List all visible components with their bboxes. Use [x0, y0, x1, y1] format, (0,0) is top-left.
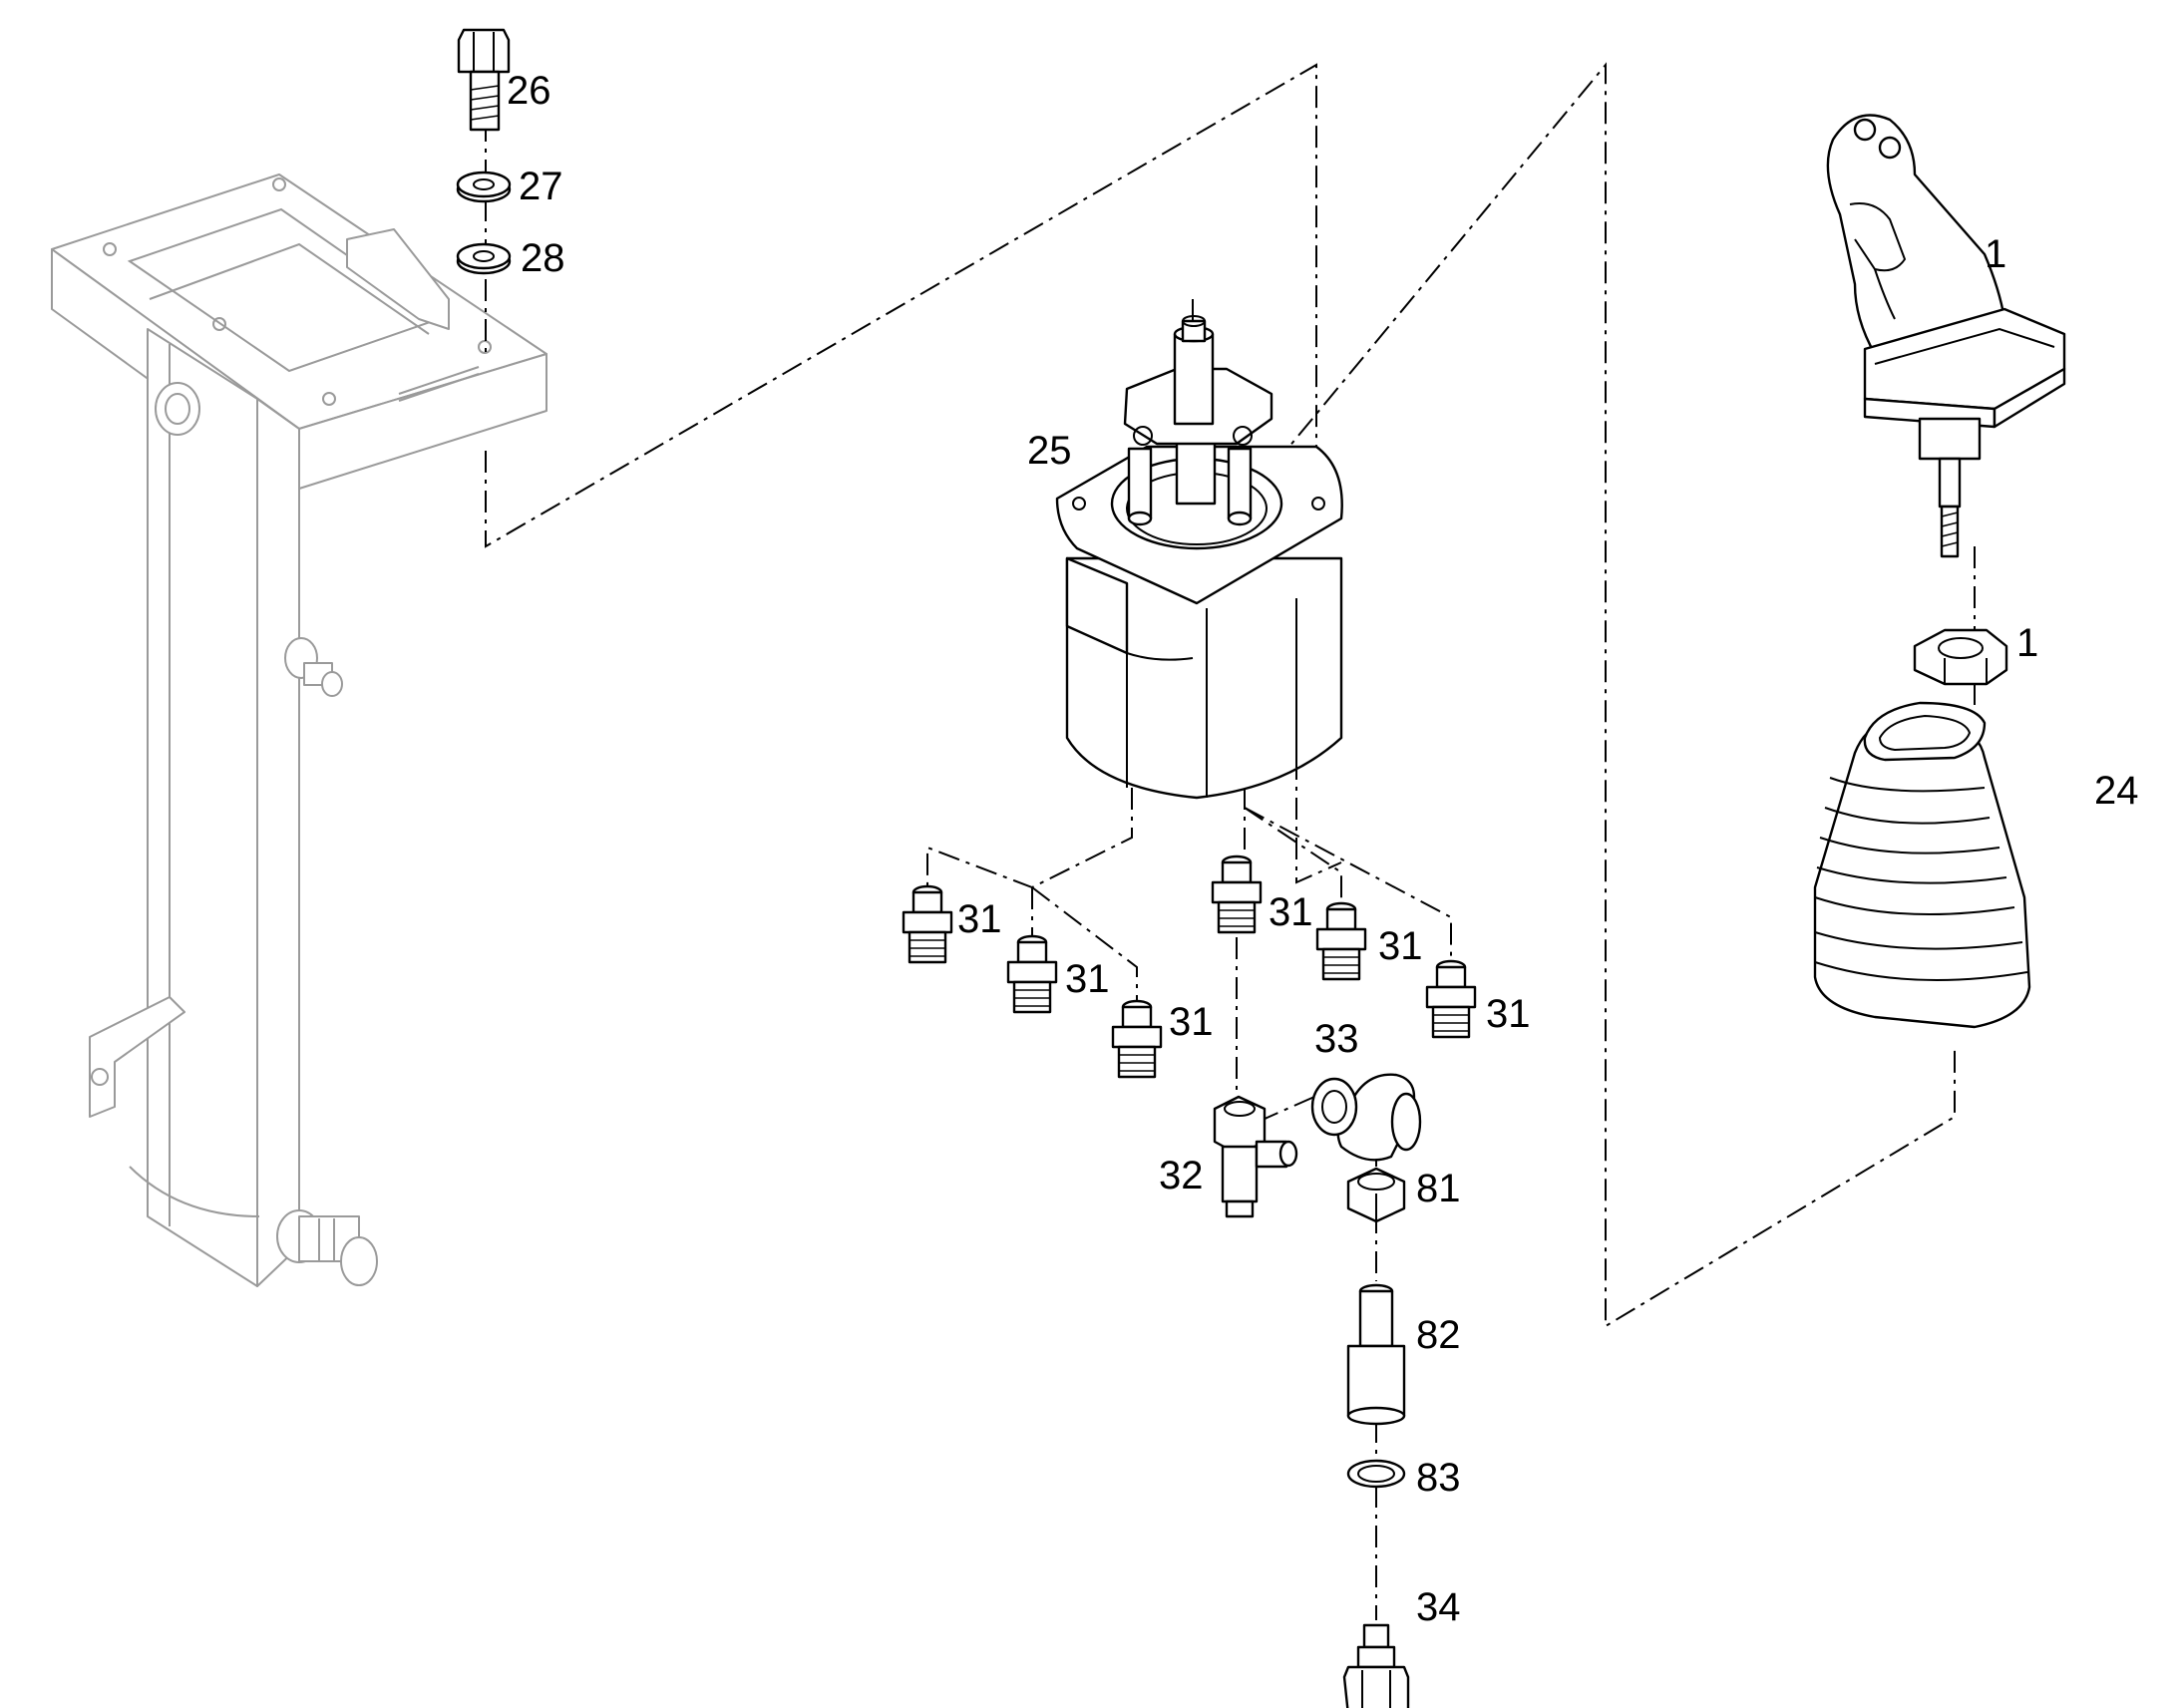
- fitting-31-d: [1211, 854, 1263, 934]
- callout-34: 34: [1416, 1585, 1461, 1629]
- callout-83: 83: [1416, 1456, 1461, 1500]
- leader-lines: [485, 62, 1976, 1620]
- callout-31-d: 31: [1269, 890, 1313, 934]
- pressure-switch-34: [1342, 1623, 1410, 1708]
- callout-81: 81: [1416, 1167, 1461, 1210]
- callout-labels: 26 27 28 25 1 1 24 31 31 31 31 31 31 33 …: [507, 69, 2139, 1629]
- callout-33: 33: [1314, 1017, 1359, 1061]
- fitting-31-e: [1315, 901, 1367, 981]
- callout-82: 82: [1416, 1313, 1461, 1357]
- tee-fitting-32: [1213, 1095, 1298, 1218]
- bolt-26: [457, 28, 511, 132]
- callout-1-handle: 1: [1985, 232, 2006, 276]
- fitting-31-b: [1006, 934, 1058, 1014]
- callout-26: 26: [507, 69, 551, 113]
- fitting-31-f: [1425, 959, 1477, 1039]
- callout-24: 24: [2094, 769, 2139, 813]
- nut-81: [1346, 1167, 1406, 1223]
- callout-31-f: 31: [1486, 992, 1531, 1036]
- console-frame: [51, 173, 547, 1287]
- lock-washer-28: [456, 242, 512, 275]
- callout-25: 25: [1027, 429, 1072, 473]
- callout-32: 32: [1159, 1154, 1204, 1197]
- callout-31-c: 31: [1169, 1000, 1214, 1044]
- callout-27: 27: [519, 165, 563, 208]
- elbow-fitting-33: [1310, 1073, 1422, 1162]
- nut-1: [1913, 628, 2008, 686]
- callout-28: 28: [521, 236, 565, 280]
- callout-31-a: 31: [957, 897, 1002, 941]
- washer-27: [456, 171, 512, 203]
- seal-ring-83: [1346, 1459, 1406, 1489]
- sleeve-82: [1346, 1283, 1406, 1426]
- joystick-handle-1: [1826, 114, 2066, 558]
- pilot-valve-25: [1055, 315, 1343, 800]
- callout-1-nut: 1: [2016, 621, 2038, 665]
- callout-31-e: 31: [1378, 924, 1423, 968]
- fitting-31-a: [902, 884, 953, 964]
- callout-31-b: 31: [1065, 957, 1110, 1001]
- fitting-31-c: [1111, 999, 1163, 1079]
- rubber-boot-24: [1813, 701, 2031, 1029]
